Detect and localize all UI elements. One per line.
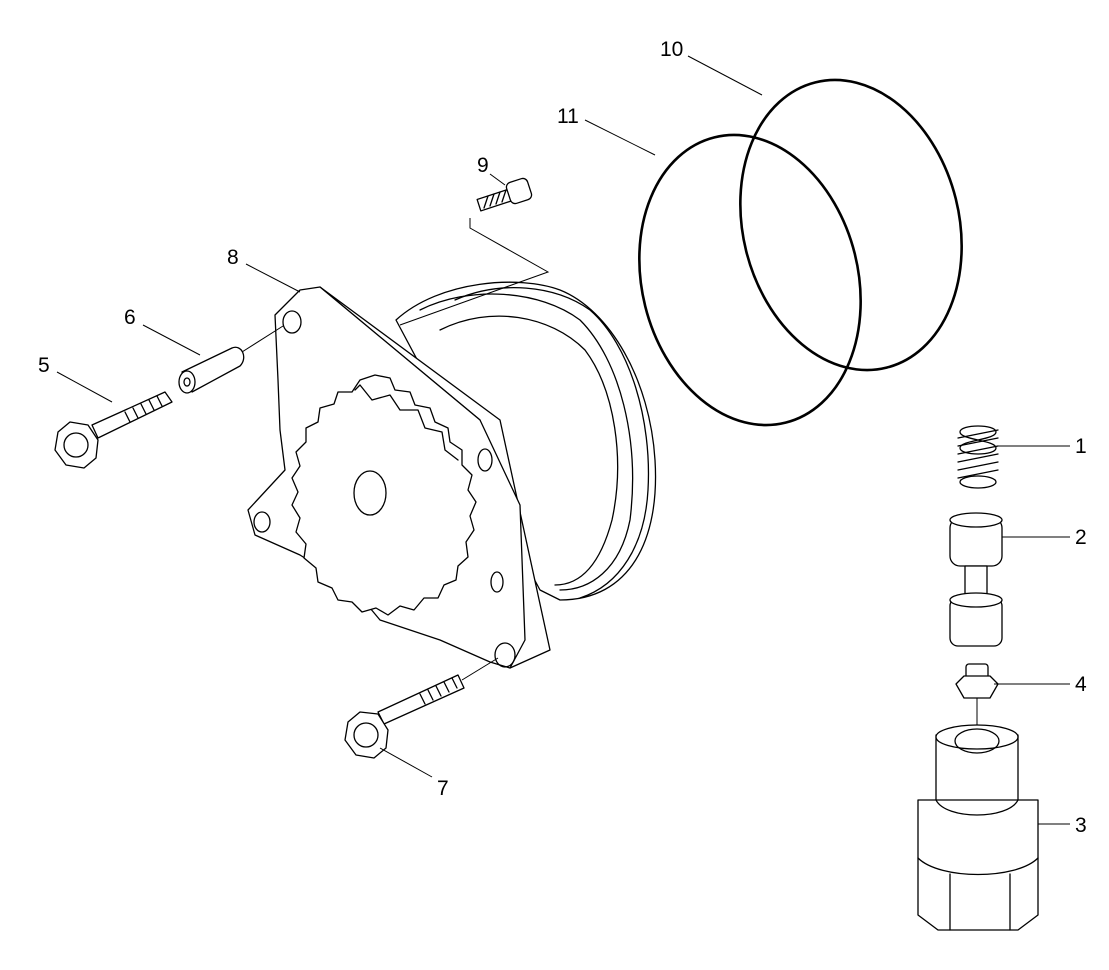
fitting-4 [955, 663, 999, 740]
callout-5: 5 [38, 354, 50, 377]
bolt-9-guide [399, 218, 550, 326]
leader-7 [379, 747, 433, 778]
oil-pump-body [247, 281, 657, 669]
callout-8: 8 [227, 246, 239, 269]
callout-3: 3 [1075, 814, 1087, 837]
callout-6: 6 [124, 306, 136, 329]
dowel-guide [241, 325, 284, 353]
spring-1 [957, 425, 999, 489]
callout-4: 4 [1075, 673, 1087, 696]
leader-5 [56, 371, 113, 403]
dowel-pin-6 [178, 346, 245, 394]
callout-2: 2 [1075, 526, 1087, 549]
callout-9: 9 [477, 154, 489, 177]
bolt-5 [54, 391, 173, 469]
leader-10 [687, 55, 763, 96]
o-ring-11 [638, 133, 862, 427]
callout-10: 10 [660, 38, 683, 61]
callout-7: 7 [437, 777, 449, 800]
leader-9 [489, 173, 506, 186]
callout-11: 11 [557, 105, 579, 128]
bolt-7-guide [461, 657, 499, 681]
o-ring-10 [739, 78, 963, 372]
valve-housing-3 [917, 724, 1039, 931]
callout-1: 1 [1075, 435, 1087, 458]
leader-6 [142, 324, 201, 356]
leader-8 [245, 263, 301, 293]
plunger-2 [949, 512, 1003, 647]
leader-11 [584, 119, 656, 156]
bolt-9 [476, 177, 533, 212]
bolt-7 [344, 674, 465, 759]
drive-gear [291, 374, 477, 616]
